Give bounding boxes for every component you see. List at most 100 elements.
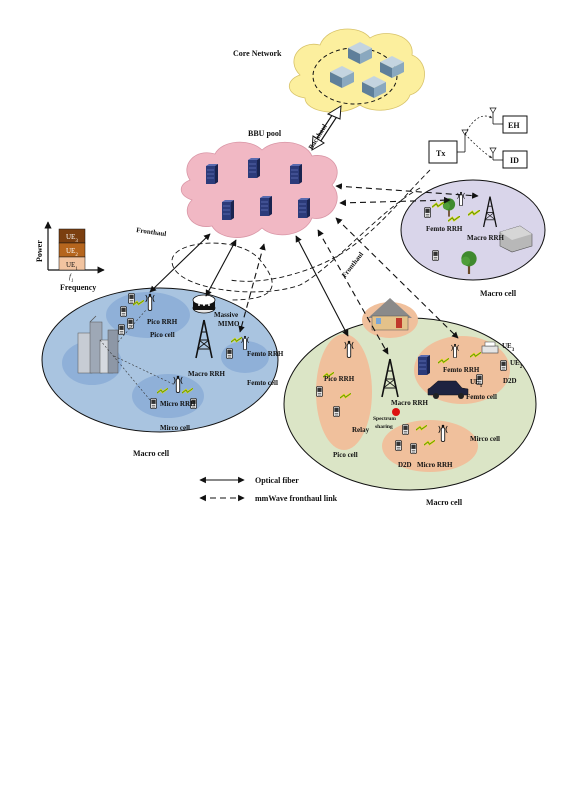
bbu-server-icon — [206, 164, 218, 184]
legend-mmwave-label: mmWave fronthaul link — [255, 494, 338, 503]
core-network-label: Core Network — [233, 49, 282, 58]
core-network: Core Network — [233, 28, 425, 113]
backhaul-link: Backhaul — [307, 105, 342, 151]
spectrum-sharing-dot — [392, 408, 400, 416]
phone-icon — [127, 318, 134, 329]
sharing-label: sharing — [375, 424, 393, 430]
micro-cell-area — [132, 374, 204, 418]
id-label: ID — [510, 156, 519, 165]
phone-icon — [500, 360, 507, 371]
frequency-axis-label: Frequency — [60, 283, 96, 292]
micro-rrh-label: Micro RRH — [160, 400, 196, 408]
eh-box — [502, 115, 528, 134]
f1-label: f1 — [69, 273, 73, 284]
phone-icon — [395, 440, 402, 451]
femto-server-icon — [418, 355, 430, 375]
d2d-label: D2D — [398, 461, 412, 469]
femto-rrh-label: Femto RRH — [247, 350, 284, 358]
ue1-label: UE1 — [470, 378, 483, 389]
core-network-cloud — [288, 28, 425, 113]
fronthaul-label-right: Fronthaul — [340, 250, 365, 279]
phone-icon — [120, 306, 127, 317]
ue2-label: UE2 — [66, 247, 78, 258]
phone-icon — [316, 386, 323, 397]
printer-icon — [481, 341, 499, 354]
massive-mimo-icon — [192, 294, 216, 314]
macro-rrh-label: Macro RRH — [391, 399, 429, 407]
mmwave-link — [339, 196, 451, 207]
phone-icon — [333, 406, 340, 417]
legend-optical-fiber-label: Optical fiber — [255, 476, 299, 485]
bbu-server-icon — [290, 164, 302, 184]
macro-cell-top-right: Femto RRH Macro RRH Macro cell — [400, 179, 546, 298]
optical-fiber-link — [149, 233, 211, 293]
mirco-cell-label: Mirco cell — [470, 435, 500, 443]
spectrum-label: Spectrum — [373, 416, 396, 422]
macro-cell-right: Pico RRH Relay Pico cell Macro RRH Spect… — [283, 298, 537, 507]
id-box — [502, 150, 528, 169]
swipt-block: Tx EH ID — [428, 107, 528, 169]
femto-rrh-label: Femto RRH — [426, 225, 463, 233]
mirco-cell-label: Mirco cell — [160, 424, 190, 432]
relay-label: Relay — [352, 426, 370, 434]
power-frequency-chart: UE3 UE2 UE1 f1 Power Frequency — [35, 221, 105, 292]
phone-icon — [424, 207, 431, 218]
pico-cell-label: Pico cell — [333, 451, 358, 459]
bbu-server-icon — [260, 196, 272, 216]
phone-icon — [128, 293, 135, 304]
optical-fiber-loop — [171, 187, 421, 301]
building-icon — [499, 225, 533, 253]
macro-cell-left: Pico RRH Pico cell Massive MIMO Macro RR… — [41, 287, 284, 458]
car-icon — [427, 380, 469, 399]
ue1-label: UE1 — [66, 261, 78, 272]
macro-rrh-label: Macro RRH — [467, 234, 505, 242]
core-network-ring — [312, 47, 398, 105]
tx-label: Tx — [436, 149, 445, 158]
phone-icon — [410, 443, 417, 454]
building-cluster-icon — [77, 315, 119, 374]
macro-cell-label: Macro cell — [480, 289, 517, 298]
fronthaul-label-left: Fronthaul — [136, 226, 167, 238]
optical-fiber-link — [205, 239, 237, 297]
mimo-label: MIMO — [218, 320, 240, 328]
macro-cell-label: Macro cell — [133, 449, 170, 458]
macro-cell-label: Macro cell — [426, 498, 463, 507]
bbu-server-icon — [222, 200, 234, 220]
mmwave-link — [335, 217, 459, 339]
femto-cell-label: Femto cell — [247, 379, 278, 387]
pico-cell-area — [106, 292, 190, 338]
mmwave-link — [238, 243, 266, 333]
bbu-server-icon — [298, 198, 310, 218]
bbu-pool-label: BBU pool — [248, 129, 282, 138]
pico-rrh-label: Pico RRH — [147, 318, 178, 326]
bbu-pool-cloud — [180, 141, 338, 238]
macro-rrh-label: Macro RRH — [188, 370, 226, 378]
d2d-label: D2D — [503, 377, 517, 385]
legend: Optical fiber mmWave fronthaul link — [199, 476, 338, 503]
ue1-power-block — [58, 256, 86, 271]
bbu-server-icon — [248, 158, 260, 178]
massive-label: Massive — [214, 311, 238, 319]
phone-icon — [402, 424, 409, 435]
micro-rrh-label: Micro RRH — [417, 461, 453, 469]
power-axis-label: Power — [35, 240, 44, 262]
pico-cell-area — [316, 334, 372, 450]
femto-rrh-label: Femto RRH — [443, 366, 480, 374]
phone-icon — [226, 348, 233, 359]
smart-home-icon — [368, 298, 412, 331]
phone-icon — [150, 398, 157, 409]
optical-fiber-link — [295, 235, 349, 337]
phone-icon — [432, 250, 439, 261]
ue3-label: UE3 — [502, 342, 515, 353]
eh-label: EH — [508, 121, 520, 130]
femto-cell-area — [221, 341, 269, 373]
bbu-pool: BBU pool — [180, 129, 338, 238]
ue2-label: UE2 — [510, 359, 523, 370]
femto-cell-label: Femto cell — [466, 393, 497, 401]
mmwave-link — [335, 183, 479, 199]
ue3-label: UE3 — [66, 233, 78, 244]
pico-rrh-label: Pico RRH — [324, 375, 355, 383]
phone-icon — [118, 324, 125, 335]
pico-cell-label: Pico cell — [150, 331, 175, 339]
